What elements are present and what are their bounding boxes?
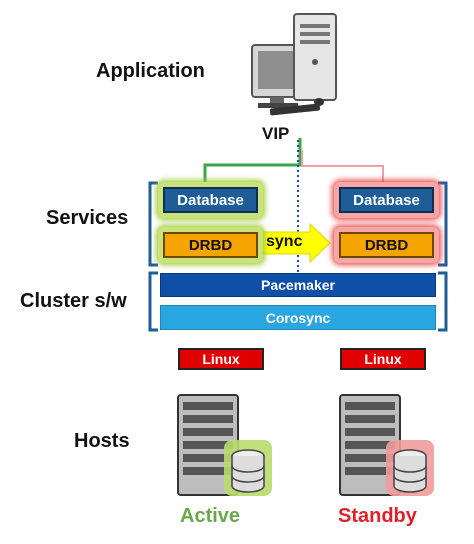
cluster-brace — [148, 271, 158, 332]
left-server-icon — [177, 394, 239, 496]
right-linux-badge: Linux — [340, 348, 426, 370]
left-drbd-box: DRBD — [163, 232, 258, 258]
sync-arrow — [261, 222, 331, 264]
services-brace-right — [438, 181, 448, 267]
corosync-bar: Corosync — [160, 305, 436, 330]
right-drbd-box: DRBD — [339, 232, 434, 258]
vip-label: VIP — [262, 124, 290, 143]
right-database-box: Database — [339, 187, 434, 213]
application-label: Application — [96, 60, 205, 82]
standby-status-label: Standby — [338, 505, 417, 527]
left-database-box: Database — [163, 187, 258, 213]
sync-label: sync — [266, 233, 303, 250]
desktop-computer-icon — [251, 13, 337, 116]
right-server-icon — [339, 394, 401, 496]
hosts-label: Hosts — [74, 430, 130, 452]
active-status-label: Active — [180, 505, 241, 527]
right-database-disk-icon — [393, 449, 427, 493]
active-route-line — [203, 138, 302, 185]
left-database-disk-icon — [231, 449, 265, 493]
cluster-label: Cluster s/w — [20, 290, 127, 312]
pacemaker-bar: Pacemaker — [160, 273, 436, 297]
services-label: Services — [46, 207, 129, 229]
services-brace — [148, 181, 158, 267]
left-linux-badge: Linux — [178, 348, 264, 370]
standby-route-line — [301, 150, 384, 184]
cluster-brace-right — [438, 271, 448, 332]
